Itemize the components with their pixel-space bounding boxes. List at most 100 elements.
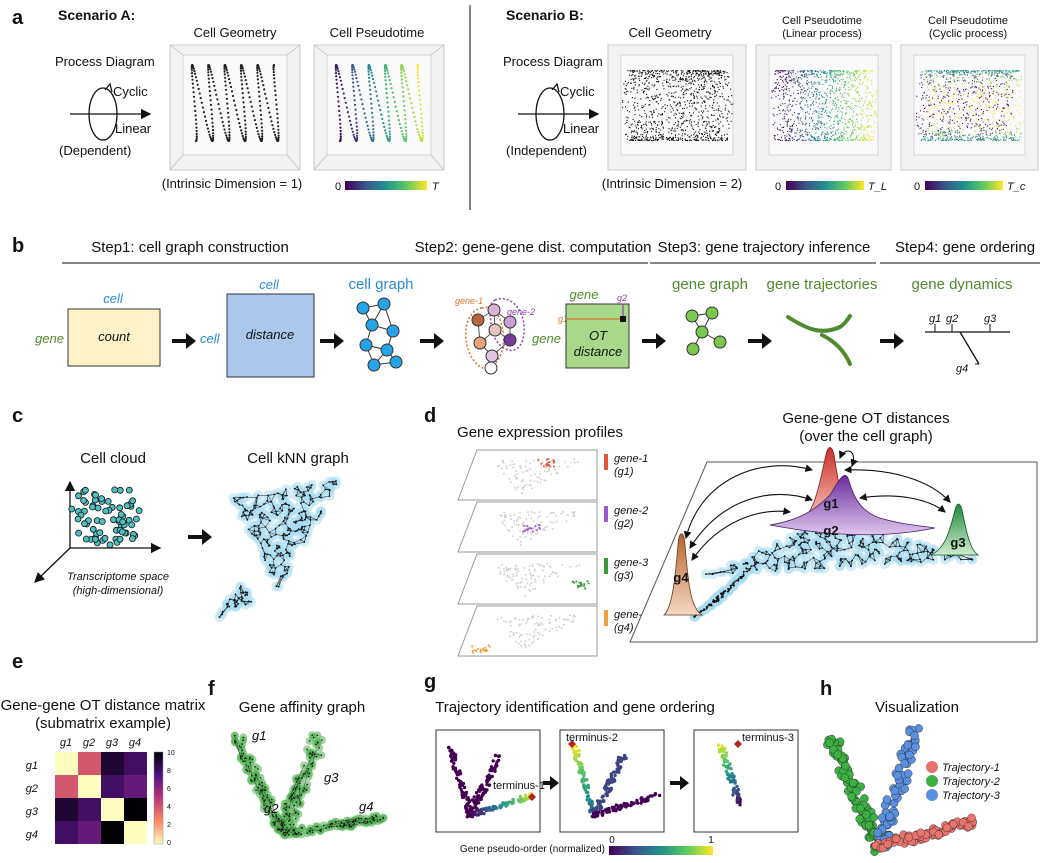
matrix-cell (55, 798, 78, 821)
panel-label-e: e (12, 651, 23, 673)
scenario-b-pt-cyclic-box (900, 44, 1039, 171)
count-box-cell-label: cell (103, 291, 124, 306)
scenario-b-pt-cyclic-title-1: Cell Pseudotime (928, 15, 1008, 27)
dynamics-g4: g4 (956, 363, 968, 375)
transcriptome-label-2: (high-dimensional) (73, 585, 164, 597)
terminus-1-label: terminus-1 (493, 780, 545, 792)
scenario-a-pseudotime-title: Cell Pseudotime (330, 25, 425, 40)
distance-box (226, 293, 315, 378)
matrix-cell (101, 775, 124, 798)
expression-layers: gene-1(g1)gene-2(g2)gene-3(g3)gene-4(g4) (457, 449, 649, 657)
matrix-row-g4: g4 (26, 829, 38, 841)
arrow-5 (748, 333, 772, 349)
scenario-b-cbar-min-cyclic: 0 (914, 181, 920, 193)
dynamics-g3: g3 (984, 313, 997, 325)
legend-label-2: Trajectory-2 (942, 776, 1000, 788)
panel-b: b Step1: cell graph construction Step2: … (12, 235, 1040, 378)
ot-distances-title-2: (over the cell graph) (799, 428, 932, 445)
matrix-cell (55, 775, 78, 798)
matrix-cell (101, 821, 124, 844)
cell-graph-label: cell graph (348, 276, 413, 293)
affinity-label-g2: g2 (264, 801, 279, 816)
gene-dynamics-diagram (925, 324, 1010, 365)
panel-c: c Cell cloud Cell kNN graph Transcriptom… (12, 405, 349, 623)
count-box-gene-label: gene (35, 331, 64, 346)
arrow-1 (172, 333, 196, 349)
trajectory-box-3 (693, 729, 799, 833)
count-box (67, 308, 161, 367)
scenario-b-cylinder-cyclic (915, 70, 1024, 142)
matrix-col-g3: g3 (106, 737, 119, 749)
arrow-4 (642, 333, 666, 349)
distance-box-cell-left: cell (200, 331, 221, 346)
layer-gene-name: gene-2 (614, 505, 648, 517)
dynamics-g1: g1 (929, 313, 941, 325)
gene-graph-diagram (685, 306, 727, 356)
matrix-title-2: (submatrix example) (35, 715, 171, 732)
layer-gene-short: (g1) (614, 466, 634, 478)
scenario-a-helix-points (190, 63, 280, 143)
matrix-row-g2: g2 (26, 783, 38, 795)
peak-label-g4: g4 (673, 570, 689, 585)
scenario-a-geometry-title: Cell Geometry (193, 25, 277, 40)
visualization-title: Visualization (875, 699, 959, 716)
legend-label-3: Trajectory-3 (942, 790, 1001, 802)
trajectory-title: Trajectory identification and gene order… (435, 699, 715, 716)
ot-box-gene-left: gene (532, 331, 561, 346)
matrix-title-1: Gene-gene OT distance matrix (1, 697, 206, 714)
affinity-graph (230, 731, 388, 840)
affinity-label-g1: g1 (252, 728, 266, 743)
scenario-a-cbar-min: 0 (335, 181, 341, 193)
panel-d: d Gene expression profiles gene-1(g1)gen… (424, 405, 1038, 657)
cell-knn-title: Cell kNN graph (247, 450, 349, 467)
pseudo-order-max: 1 (708, 835, 714, 846)
scenario-a-title: Scenario A: (58, 7, 135, 23)
matrix-colorbar (153, 751, 164, 845)
matrix-row-g1: g1 (26, 760, 38, 772)
scenario-a-cyclic: Cyclic (113, 84, 148, 99)
layer-gene-short: (g3) (614, 570, 634, 582)
peak-g3 (929, 503, 980, 556)
matrix-cell (78, 775, 101, 798)
cbar-tick-10: 10 (167, 750, 175, 757)
scenario-b-pt-linear-title-1: Cell Pseudotime (782, 15, 862, 27)
scenario-b-colorbar-linear (786, 181, 864, 190)
scenario-b-colorbar-cyclic (925, 181, 1003, 190)
matrix-cell (124, 798, 147, 821)
arrow-c (188, 529, 212, 545)
scenario-a-intrinsic: (Intrinsic Dimension = 1) (162, 176, 303, 191)
transcriptome-axes (34, 480, 162, 583)
scenario-a-process-label: Process Diagram (55, 54, 155, 69)
matrix-cell (124, 775, 147, 798)
scenario-b-pt-cyclic-title-2: (Cyclic process) (929, 28, 1007, 40)
distance-box-label: distance (246, 327, 294, 342)
panel-g: g Trajectory identification and gene ord… (424, 671, 799, 855)
ot-distances-title-1: Gene-gene OT distances (782, 410, 949, 427)
matrix-cell (78, 798, 101, 821)
scenario-b-cylinder-linear (771, 70, 878, 142)
gene-gene-diagram (465, 297, 525, 375)
pseudo-order-min: 0 (609, 835, 615, 846)
gene-trajectories-label: gene trajectories (767, 276, 878, 293)
panel-f: f Gene affinity graph g1 g2 g3 g4 (208, 678, 388, 840)
pseudo-order-colorbar (609, 846, 713, 855)
ot-box-g1: g1 (558, 314, 568, 324)
dynamics-g2: g2 (946, 313, 958, 325)
layer-gene-short: (g2) (614, 518, 634, 530)
scenario-b-pt-linear-title-2: (Linear process) (782, 28, 861, 40)
cbar-tick-8: 8 (167, 768, 171, 775)
scenario-b-geometry-title: Cell Geometry (628, 25, 712, 40)
scenario-b-intrinsic: (Intrinsic Dimension = 2) (602, 176, 743, 191)
matrix-col-g1: g1 (60, 737, 72, 749)
scenario-a-pseudotime-box (313, 44, 445, 171)
affinity-label-g3: g3 (324, 770, 339, 785)
scenario-b-cyclic: Cyclic (560, 84, 595, 99)
arrow-2 (320, 333, 344, 349)
matrix-cell (101, 752, 124, 775)
matrix-cell (55, 821, 78, 844)
scenario-a-linear: Linear (115, 121, 152, 136)
scenario-b-linear: Linear (563, 121, 600, 136)
arrow-g1 (543, 776, 559, 790)
matrix-cell (101, 798, 124, 821)
